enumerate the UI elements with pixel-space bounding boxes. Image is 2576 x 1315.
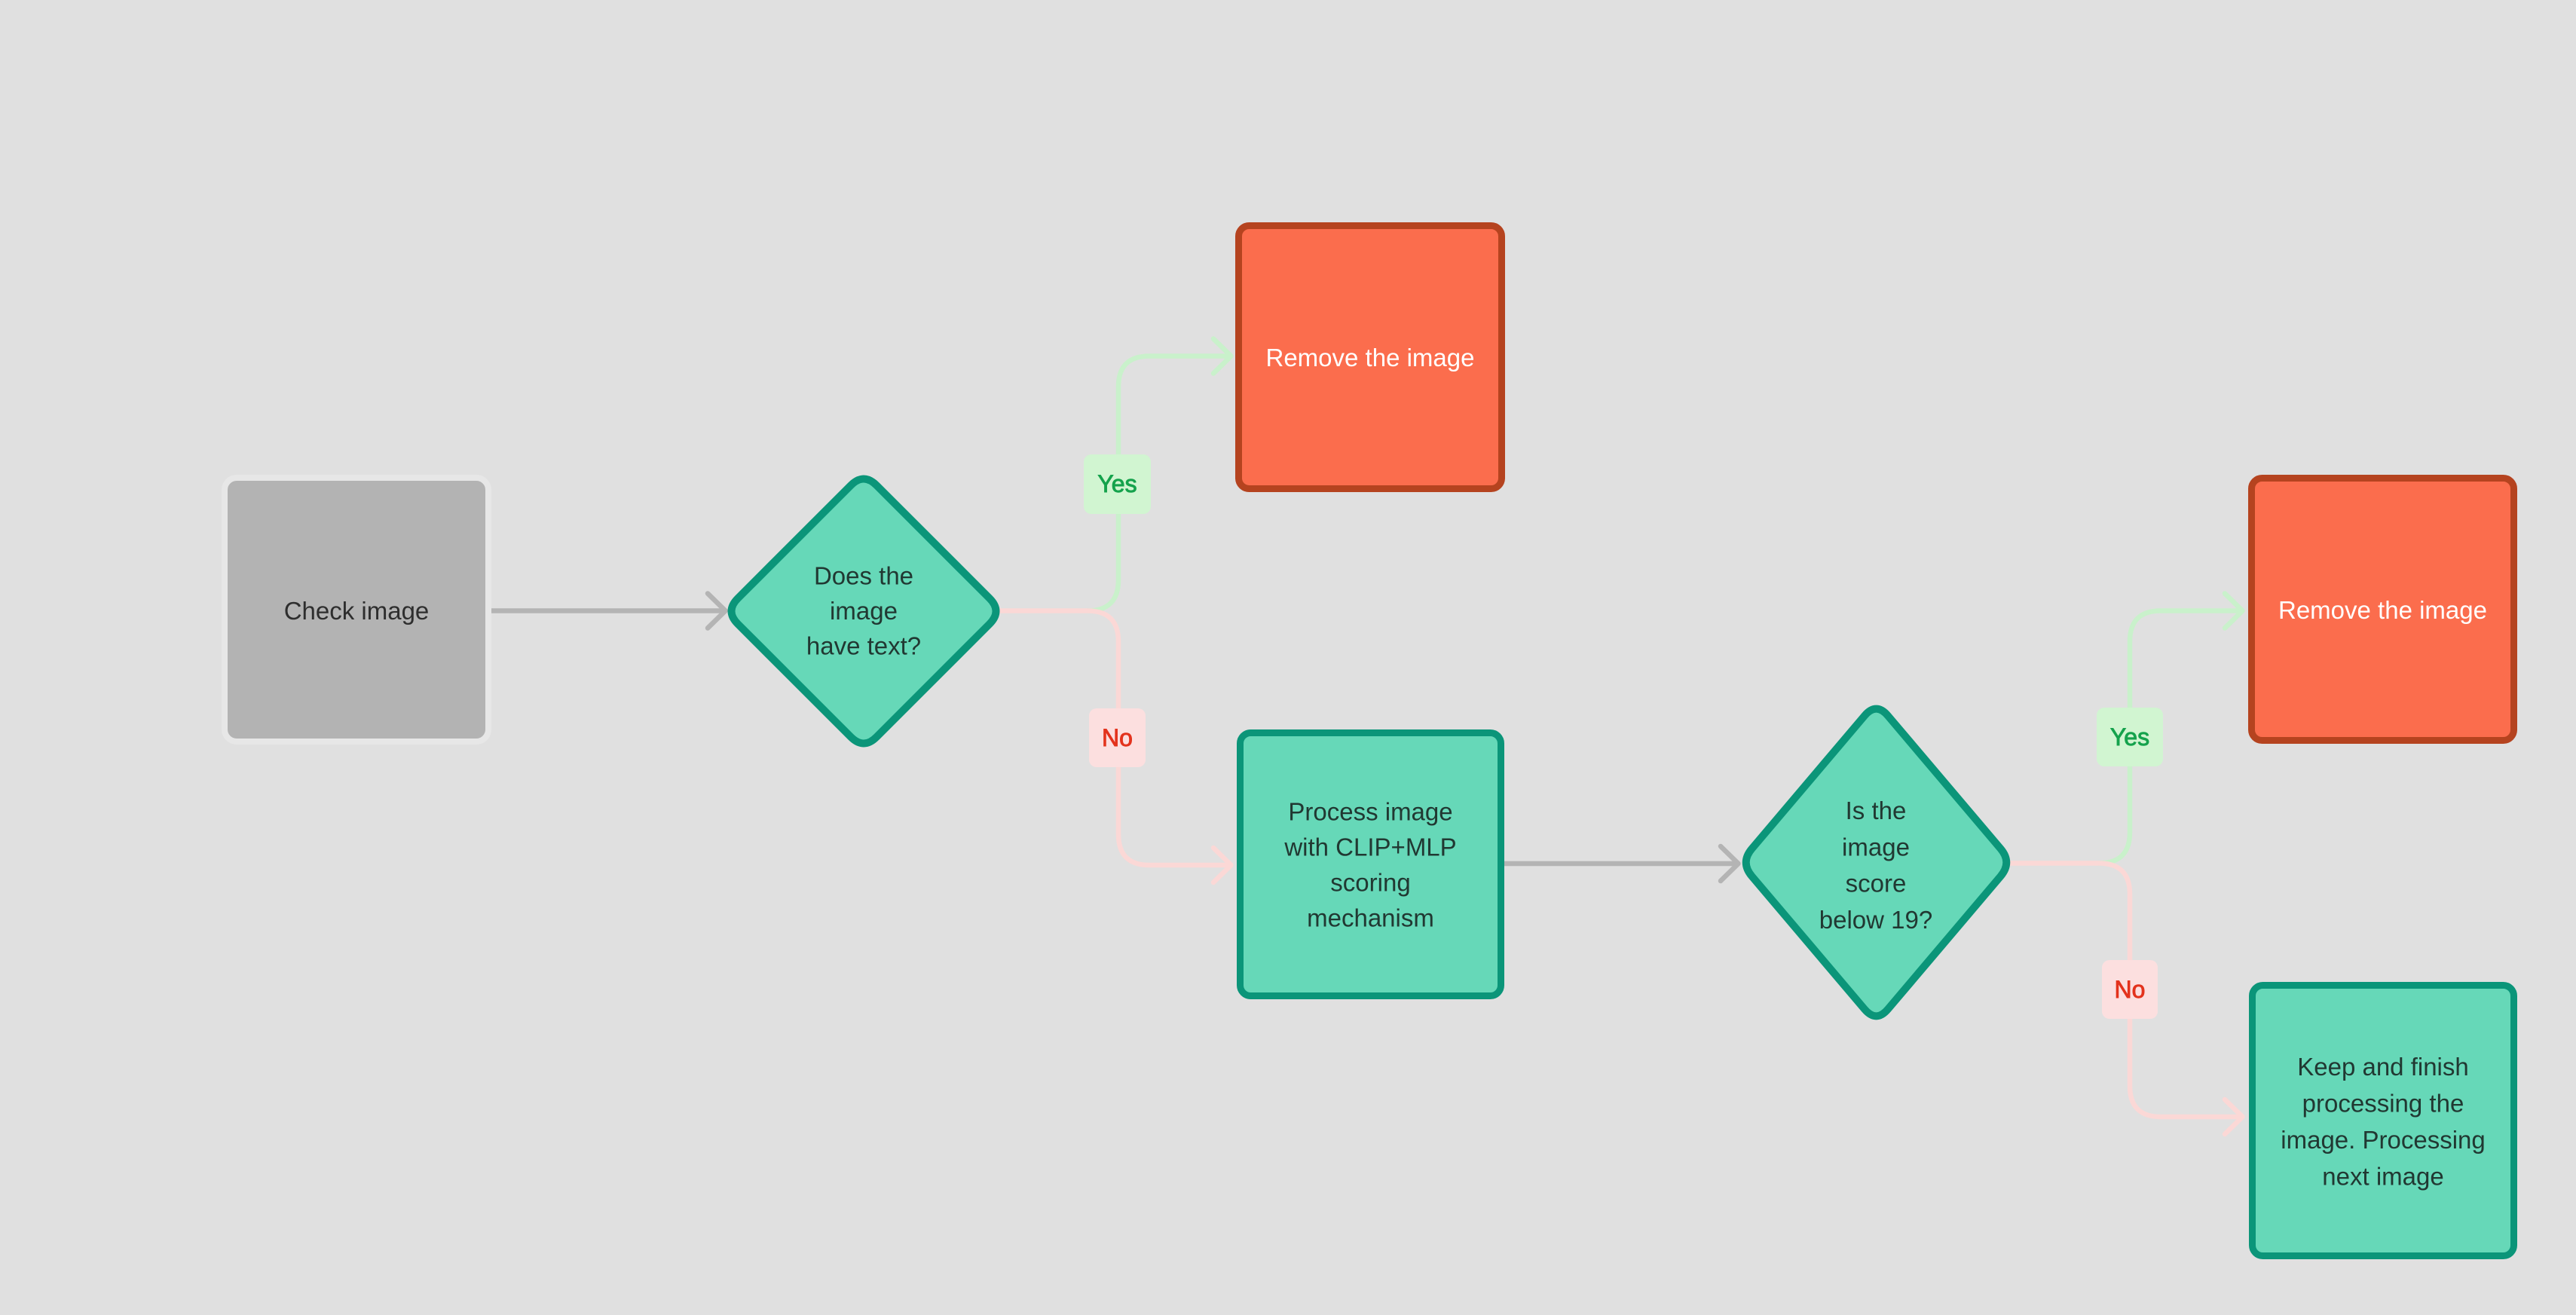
svg-text:Process image: Process image bbox=[1288, 798, 1452, 826]
svg-text:Keep and finish: Keep and finish bbox=[2297, 1053, 2469, 1081]
svg-text:below 19?: below 19? bbox=[1819, 906, 1932, 934]
svg-text:processing the: processing the bbox=[2302, 1090, 2464, 1118]
svg-text:scoring: scoring bbox=[1330, 869, 1410, 897]
svg-text:No: No bbox=[2115, 976, 2146, 1003]
svg-text:Is the: Is the bbox=[1846, 797, 1907, 824]
svg-text:image. Processing: image. Processing bbox=[2281, 1126, 2485, 1154]
svg-text:No: No bbox=[1102, 724, 1133, 751]
svg-text:image: image bbox=[830, 597, 898, 625]
svg-text:Check image: Check image bbox=[284, 597, 430, 625]
svg-text:next image: next image bbox=[2322, 1163, 2443, 1191]
svg-text:with CLIP+MLP: with CLIP+MLP bbox=[1283, 833, 1456, 861]
svg-text:Remove the image: Remove the image bbox=[1266, 344, 1475, 372]
svg-text:have text?: have text? bbox=[806, 632, 921, 660]
svg-text:score: score bbox=[1846, 870, 1907, 898]
svg-text:Remove the image: Remove the image bbox=[2278, 596, 2487, 624]
svg-text:image: image bbox=[1842, 833, 1910, 861]
svg-text:Does the: Does the bbox=[814, 562, 913, 590]
svg-text:Yes: Yes bbox=[1097, 470, 1137, 497]
svg-text:mechanism: mechanism bbox=[1307, 904, 1434, 932]
svg-text:Yes: Yes bbox=[2110, 723, 2149, 751]
